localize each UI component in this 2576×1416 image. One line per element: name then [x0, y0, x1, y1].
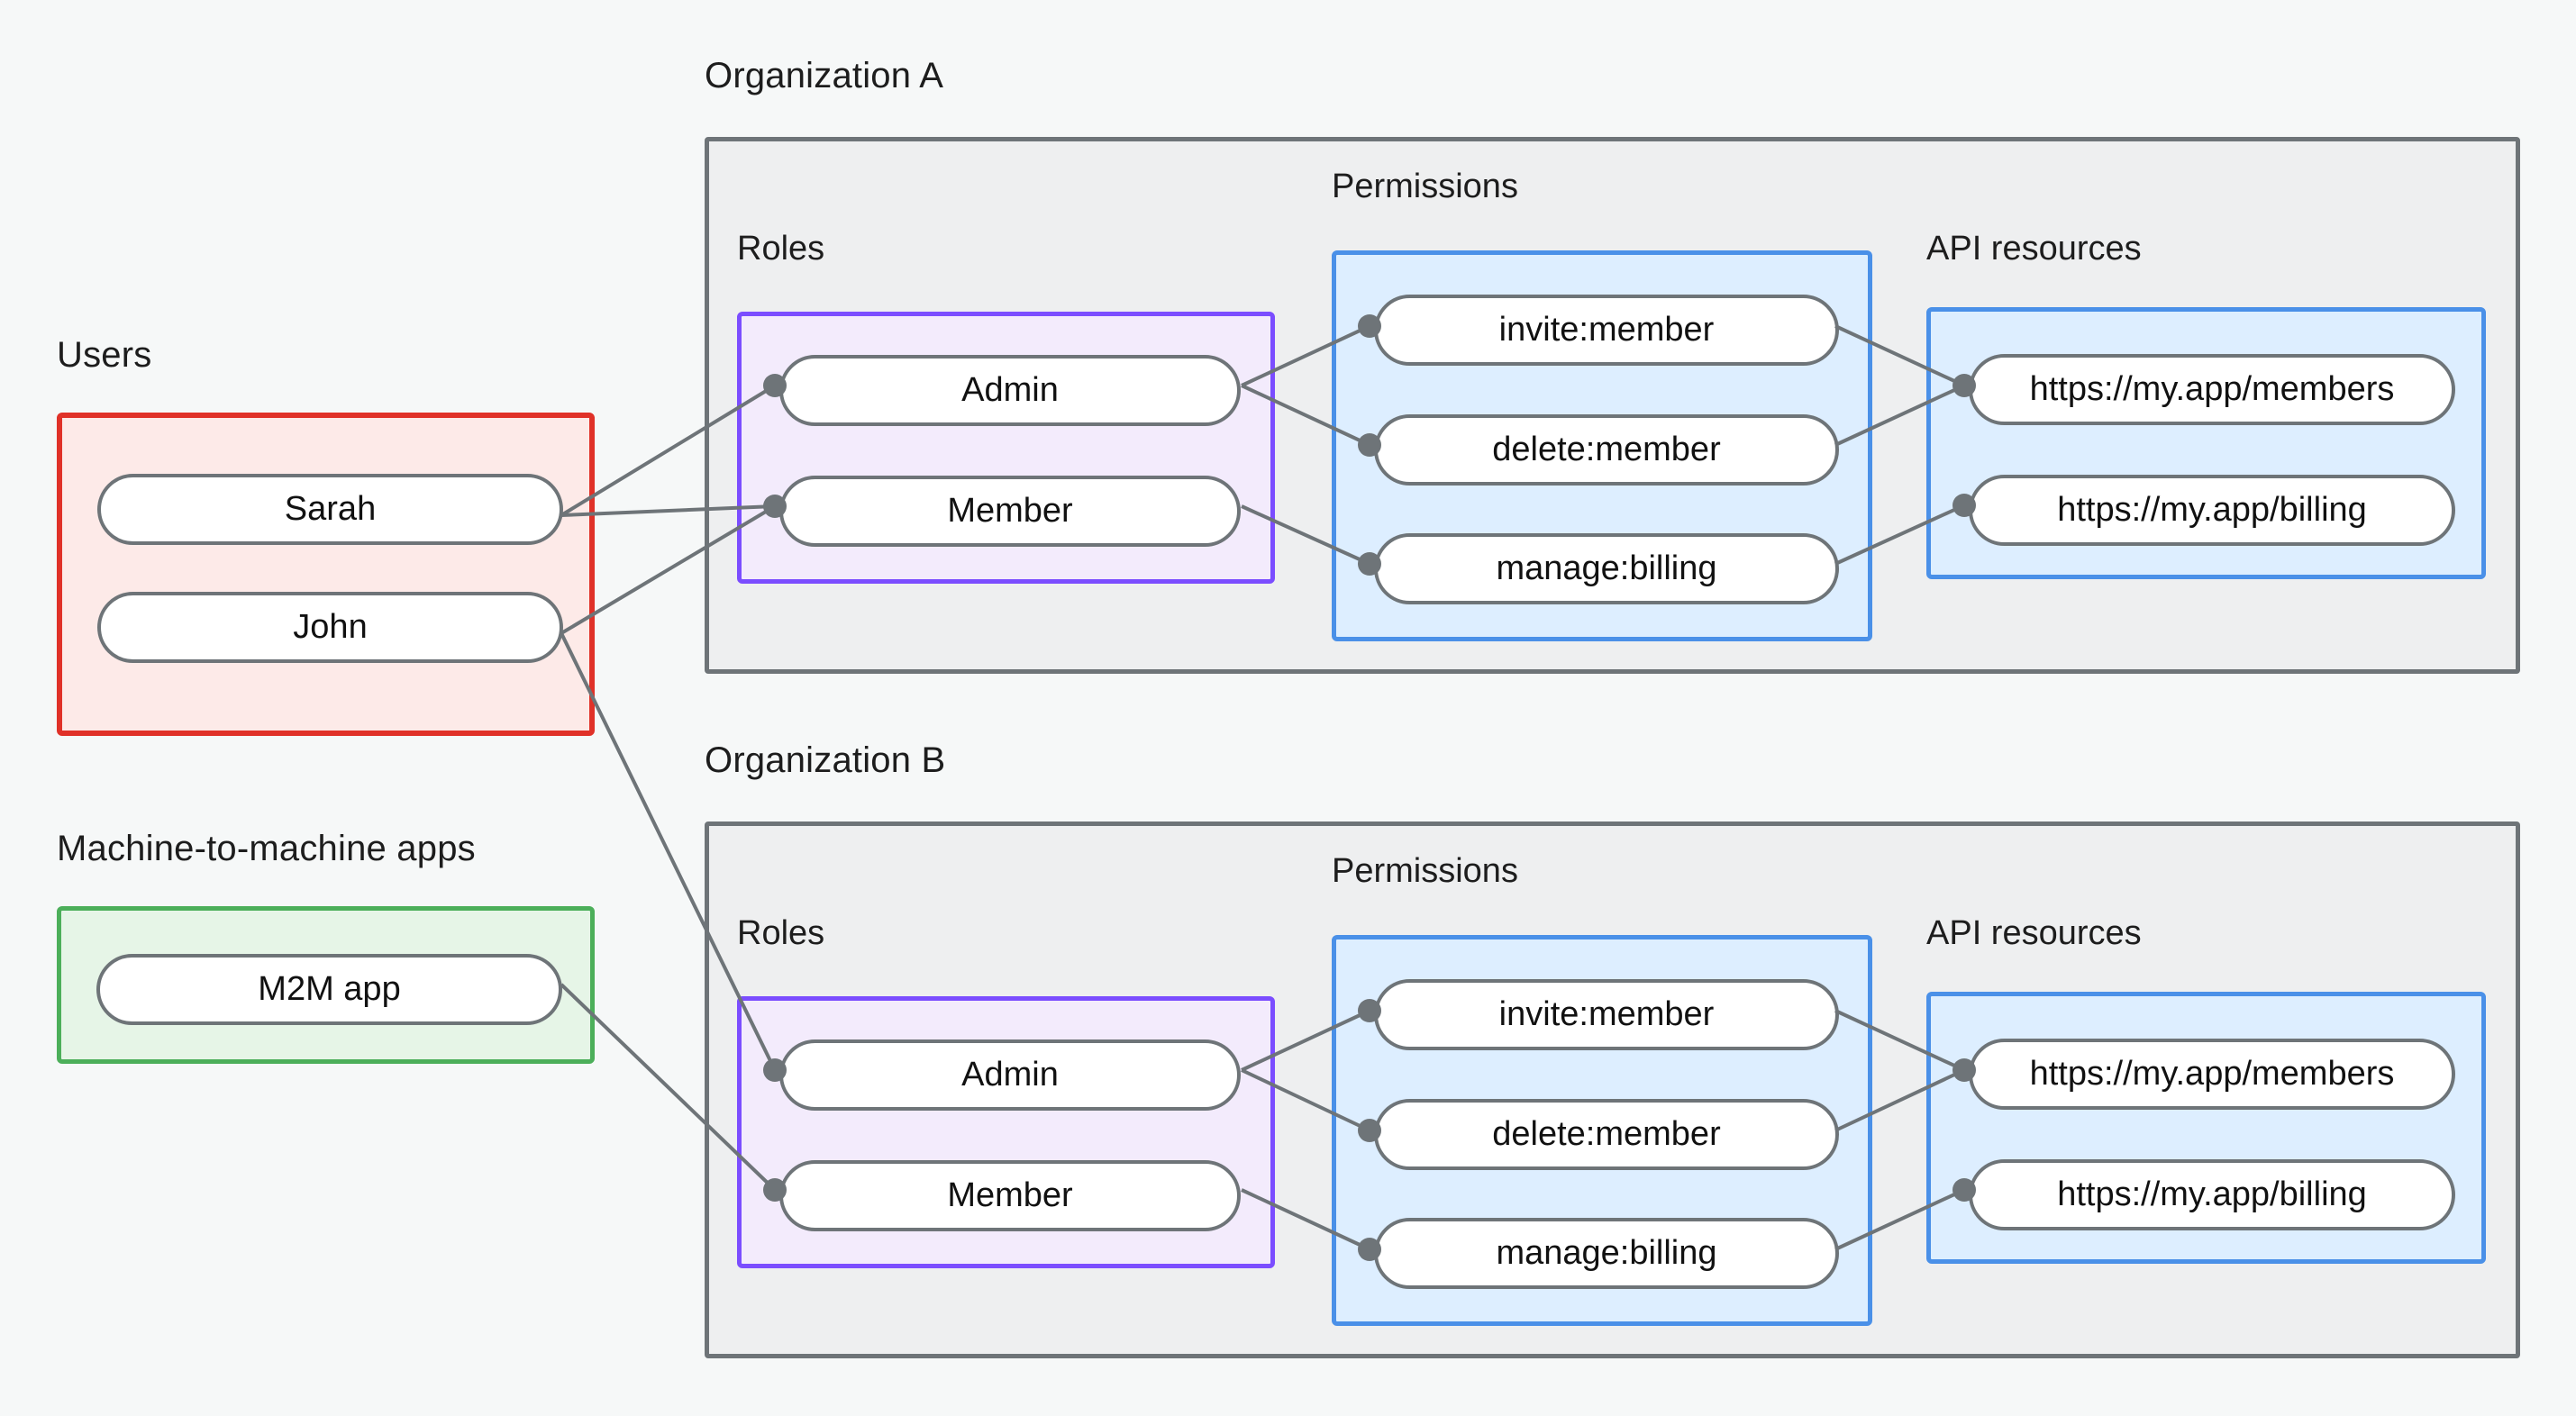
user-node-john[interactable]: John [97, 592, 563, 663]
m2m-node-app[interactable]: M2M app [96, 954, 562, 1025]
org-b-permissions-container: invite:member delete:member manage:billi… [1332, 935, 1872, 1326]
org-a-permissions-label: Permissions [1332, 168, 1518, 205]
org-a-api-resources-label: API resources [1926, 230, 2142, 268]
org-b-api-resource-billing[interactable]: https://my.app/billing [1969, 1159, 2455, 1230]
org-a-permission-manage-billing[interactable]: manage:billing [1374, 533, 1839, 604]
org-b-label: Organization B [705, 740, 946, 780]
org-b-permissions-label: Permissions [1332, 852, 1518, 890]
users-group-label: Users [57, 335, 152, 375]
m2m-group-label: Machine-to-machine apps [57, 829, 476, 868]
org-a-api-resource-billing[interactable]: https://my.app/billing [1969, 475, 2455, 546]
org-b-permission-manage-billing[interactable]: manage:billing [1374, 1218, 1839, 1289]
users-container: Sarah John [57, 413, 595, 736]
org-b-roles-container: Admin Member [737, 996, 1275, 1268]
org-b-api-resources-container: https://my.app/members https://my.app/bi… [1926, 992, 2486, 1264]
m2m-container: M2M app [57, 906, 595, 1064]
org-b-role-admin[interactable]: Admin [779, 1039, 1241, 1111]
org-b-permission-invite-member[interactable]: invite:member [1374, 979, 1839, 1050]
org-a-permission-invite-member[interactable]: invite:member [1374, 295, 1839, 366]
org-b-role-member[interactable]: Member [779, 1160, 1241, 1231]
org-a-api-resource-members[interactable]: https://my.app/members [1969, 354, 2455, 425]
org-a-permission-delete-member[interactable]: delete:member [1374, 414, 1839, 486]
org-a-roles-container: Admin Member [737, 312, 1275, 584]
org-b-permission-delete-member[interactable]: delete:member [1374, 1099, 1839, 1170]
org-b-api-resource-members[interactable]: https://my.app/members [1969, 1039, 2455, 1110]
org-b-api-resources-label: API resources [1926, 914, 2142, 952]
user-node-sarah[interactable]: Sarah [97, 474, 563, 545]
org-b-roles-label: Roles [737, 914, 825, 952]
org-a-api-resources-container: https://my.app/members https://my.app/bi… [1926, 307, 2486, 579]
org-a-role-member[interactable]: Member [779, 476, 1241, 547]
org-a-permissions-container: invite:member delete:member manage:billi… [1332, 250, 1872, 641]
org-a-role-admin[interactable]: Admin [779, 355, 1241, 426]
org-a-roles-label: Roles [737, 230, 825, 268]
org-a-label: Organization A [705, 56, 944, 95]
